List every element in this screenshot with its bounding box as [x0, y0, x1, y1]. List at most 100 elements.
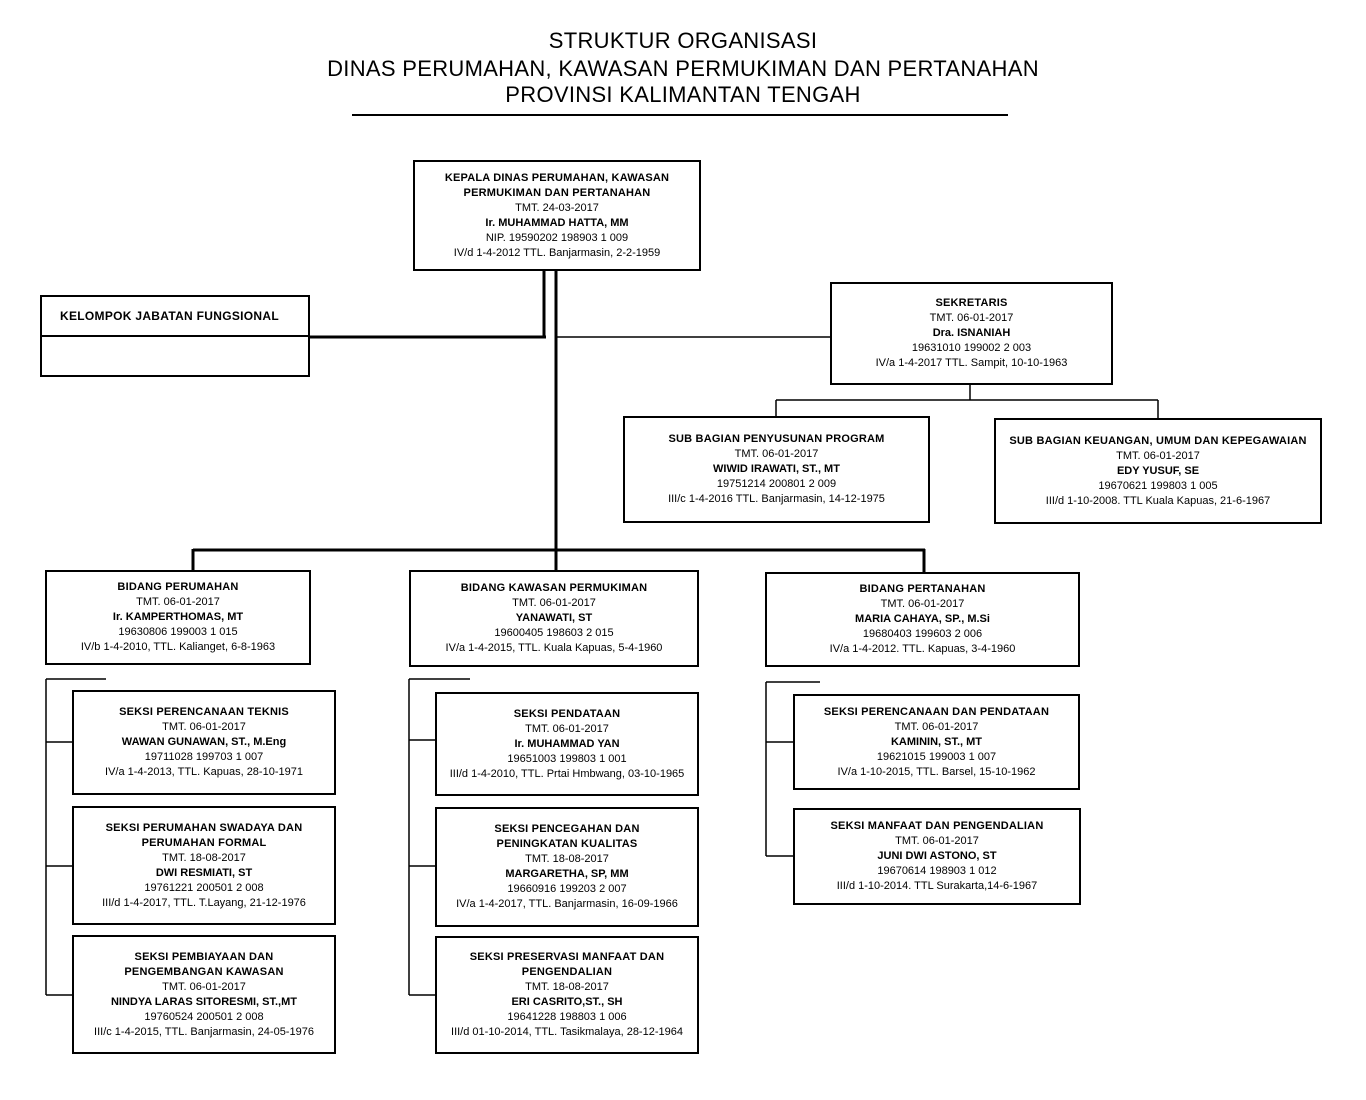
nip-number: NIP. 19590202 198903 1 009: [485, 231, 629, 244]
official-name: Ir. KAMPERTHOMAS, MT: [112, 611, 244, 623]
nip-number: 19660916 199203 2 007: [507, 883, 627, 895]
box-kelompok-jabatan-fungsional: KELOMPOK JABATAN FUNGSIONAL: [40, 295, 310, 377]
official-name: NINDYA LARAS SITORESMI, ST.,MT: [110, 995, 297, 1008]
box-bidang-pertanahan: BIDANG PERTANAHAN TMT. 06-01-2017 MARIA …: [765, 572, 1080, 667]
unit-label: PENINGKATAN KUALITAS: [496, 838, 638, 850]
unit-label: SEKRETARIS: [935, 297, 1008, 309]
unit-label: BIDANG PERUMAHAN: [117, 581, 239, 593]
box-subbag-keuangan-umum-kepegawaian: SUB BAGIAN KEUANGAN, UMUM DAN KEPEGAWAIA…: [994, 418, 1322, 524]
nip-number: 19670621 199803 1 005: [1098, 479, 1218, 492]
nip-number: 19630806 199003 1 015: [118, 626, 238, 638]
box-bidang-kawasan-permukiman: BIDANG KAWASAN PERMUKIMAN TMT. 06-01-201…: [409, 570, 699, 667]
unit-label: SEKSI MANFAAT DAN PENGENDALIAN: [830, 820, 1044, 832]
tmt-date: TMT. 06-01-2017: [512, 597, 596, 609]
nip-number: 19761221 200501 2 008: [144, 881, 264, 894]
box-seksi-perencanaan-pendataan: SEKSI PERENCANAAN DAN PENDATAAN TMT. 06-…: [793, 694, 1080, 790]
official-name: WAWAN GUNAWAN, ST., M.Eng: [121, 736, 287, 748]
nip-number: 19631010 199002 2 003: [911, 342, 1032, 354]
official-name: Ir. MUHAMMAD YAN: [514, 737, 620, 750]
rank-birth-info: III/d 1-4-2017, TTL. T.Layang, 21-12-197…: [102, 896, 306, 909]
tmt-date: TMT. 06-01-2017: [895, 835, 979, 847]
tmt-date: TMT. 06-01-2017: [162, 980, 246, 993]
box-seksi-pembiayaan: SEKSI PEMBIAYAAN DAN PENGEMBANGAN KAWASA…: [72, 935, 336, 1054]
title-line-1: STRUKTUR ORGANISASI: [548, 28, 818, 53]
tmt-date: TMT. 06-01-2017: [894, 720, 979, 733]
nip-number: 19641228 198803 1 006: [507, 1011, 627, 1023]
unit-label: SEKSI PENDATAAN: [513, 707, 621, 720]
rank-birth-info: III/c 1-4-2016 TTL. Banjarmasin, 14-12-1…: [668, 493, 885, 505]
tmt-date: TMT. 06-01-2017: [162, 721, 246, 733]
tmt-date: TMT. 18-08-2017: [525, 853, 609, 865]
unit-label: PENGEMBANGAN KAWASAN: [124, 965, 284, 978]
tmt-date: TMT. 06-01-2017: [1116, 449, 1200, 462]
rank-birth-info: IV/a 1-4-2015, TTL. Kuala Kapuas, 5-4-19…: [445, 642, 663, 654]
rank-birth-info: III/d 01-10-2014, TTL. Tasikmalaya, 28-1…: [451, 1026, 683, 1038]
nip-number: 19711028 199703 1 007: [144, 751, 264, 763]
rank-birth-info: IV/a 1-4-2017, TTL. Banjarmasin, 16-09-1…: [456, 898, 678, 910]
unit-label: SEKSI PERUMAHAN SWADAYA DAN: [105, 821, 303, 834]
box-seksi-preservasi: SEKSI PRESERVASI MANFAAT DAN PENGENDALIA…: [435, 936, 699, 1054]
unit-label: KEPALA DINAS PERUMAHAN, KAWASAN: [444, 171, 670, 184]
official-name: Dra. ISNANIAH: [932, 327, 1011, 339]
tmt-date: TMT. 24-03-2017: [515, 201, 599, 214]
official-name: DWI RESMIATI, ST: [155, 866, 253, 879]
tmt-date: TMT. 06-01-2017: [525, 722, 609, 735]
official-name: Ir. MUHAMMAD HATTA, MM: [485, 216, 629, 229]
unit-label: SEKSI PRESERVASI MANFAAT DAN: [469, 951, 665, 963]
rank-birth-info: IV/b 1-4-2010, TTL. Kalianget, 6-8-1963: [80, 641, 276, 653]
unit-label: SUB BAGIAN PENYUSUNAN PROGRAM: [668, 433, 885, 445]
official-name: ERI CASRITO,ST., SH: [511, 996, 623, 1008]
rank-birth-info: III/d 1-10-2014. TTL Surakarta,14-6-1967: [836, 880, 1038, 892]
box-seksi-pendataan: SEKSI PENDATAAN TMT. 06-01-2017 Ir. MUHA…: [435, 692, 699, 796]
nip-number: 19600405 198603 2 015: [494, 627, 614, 639]
unit-label: SEKSI PERENCANAAN DAN PENDATAAN: [823, 705, 1050, 718]
nip-number: 19751214 200801 2 009: [716, 478, 837, 490]
box-subbag-penyusunan-program: SUB BAGIAN PENYUSUNAN PROGRAM TMT. 06-01…: [623, 416, 930, 523]
tmt-date: TMT. 06-01-2017: [929, 312, 1014, 324]
unit-label: BIDANG PERTANAHAN: [859, 583, 986, 595]
official-name: YANAWATI, ST: [515, 612, 593, 624]
unit-label: SEKSI PERENCANAAN TEKNIS: [119, 706, 289, 718]
rank-birth-info: IV/a 1-4-2013, TTL. Kapuas, 28-10-1971: [105, 766, 303, 778]
nip-number: 19670614 198903 1 012: [877, 865, 997, 877]
title-line-3: PROVINSI KALIMANTAN TENGAH: [505, 82, 861, 107]
tmt-date: TMT. 06-01-2017: [880, 598, 965, 610]
unit-label: BIDANG KAWASAN PERMUKIMAN: [460, 582, 648, 594]
unit-label: SEKSI PENCEGAHAN DAN: [494, 823, 640, 835]
box-seksi-perumahan-swadaya: SEKSI PERUMAHAN SWADAYA DAN PERUMAHAN FO…: [72, 806, 336, 925]
box-kepala-dinas: KEPALA DINAS PERUMAHAN, KAWASAN PERMUKIM…: [413, 160, 701, 271]
unit-label: PERMUKIMAN DAN PERTANAHAN: [463, 186, 651, 199]
tmt-date: TMT. 06-01-2017: [734, 448, 819, 460]
rank-birth-info: IV/d 1-4-2012 TTL. Banjarmasin, 2-2-1959: [453, 246, 661, 259]
unit-label: SUB BAGIAN KEUANGAN, UMUM DAN KEPEGAWAIA…: [1009, 434, 1307, 447]
rank-birth-info: III/c 1-4-2015, TTL. Banjarmasin, 24-05-…: [94, 1025, 314, 1038]
box-seksi-pencegahan: SEKSI PENCEGAHAN DAN PENINGKATAN KUALITA…: [435, 807, 699, 927]
official-name: JUNI DWI ASTONO, ST: [877, 850, 997, 862]
box-sekretaris: SEKRETARIS TMT. 06-01-2017 Dra. ISNANIAH…: [830, 282, 1113, 385]
rank-birth-info: IV/a 1-10-2015, TTL. Barsel, 15-10-1962: [837, 765, 1036, 778]
official-name: WIWID IRAWATI, ST., MT: [713, 463, 840, 475]
tmt-date: TMT. 06-01-2017: [136, 596, 220, 608]
unit-label: KELOMPOK JABATAN FUNGSIONAL: [42, 297, 308, 337]
box-seksi-perencanaan-teknis: SEKSI PERENCANAAN TEKNIS TMT. 06-01-2017…: [72, 690, 336, 795]
unit-label: PERUMAHAN FORMAL: [141, 836, 267, 849]
official-name: MARIA CAHAYA, SP., M.Si: [855, 613, 990, 625]
unit-label: PENGENDALIAN: [521, 966, 613, 978]
unit-label: SEKSI PEMBIAYAAN DAN: [134, 950, 274, 963]
nip-number: 19680403 199603 2 006: [862, 628, 983, 640]
nip-number: 19621015 199003 1 007: [876, 750, 997, 763]
official-name: EDY YUSUF, SE: [1116, 464, 1200, 477]
nip-number: 19760524 200501 2 008: [144, 1010, 264, 1023]
rank-birth-info: IV/a 1-4-2012. TTL. Kapuas, 3-4-1960: [829, 643, 1016, 655]
box-bidang-perumahan: BIDANG PERUMAHAN TMT. 06-01-2017 Ir. KAM…: [45, 570, 311, 665]
box-seksi-manfaat-pengendalian: SEKSI MANFAAT DAN PENGENDALIAN TMT. 06-0…: [793, 808, 1081, 905]
tmt-date: TMT. 18-08-2017: [525, 981, 609, 993]
official-name: MARGARETHA, SP, MM: [505, 868, 629, 880]
rank-birth-info: III/d 1-4-2010, TTL. Prtai Hmbwang, 03-1…: [449, 767, 685, 780]
official-name: KAMININ, ST., MT: [890, 735, 983, 748]
title-underline: [352, 114, 1008, 116]
title-line-2: DINAS PERUMAHAN, KAWASAN PERMUKIMAN DAN …: [327, 56, 1039, 81]
rank-birth-info: IV/a 1-4-2017 TTL. Sampit, 10-10-1963: [875, 357, 1068, 369]
tmt-date: TMT. 18-08-2017: [162, 851, 246, 864]
